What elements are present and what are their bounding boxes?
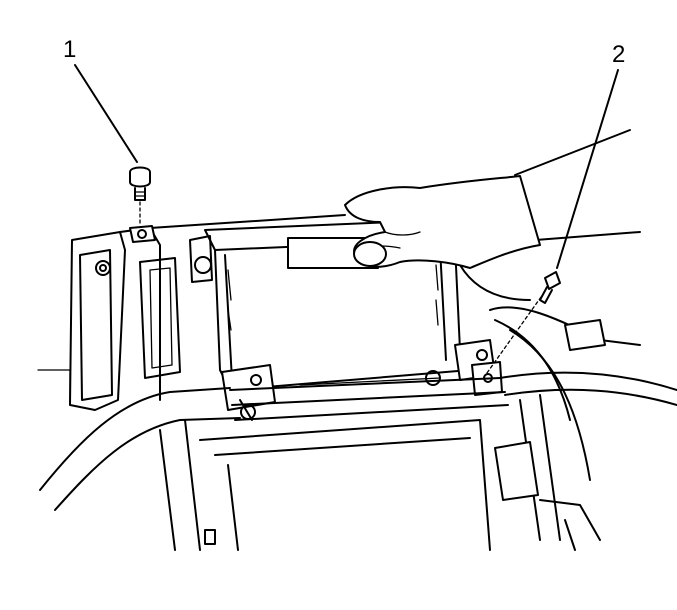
callout-label-2: 2: [612, 41, 626, 68]
wiring-harness: [459, 264, 641, 551]
bolt-icon: [481, 271, 561, 381]
center-opening: [159, 419, 491, 551]
bracket-tab-left: [221, 364, 276, 421]
crossbar: [229, 370, 509, 421]
bracket-tab-right: [454, 339, 503, 396]
leader-line-2: [556, 69, 619, 269]
dash-pad: [39, 371, 677, 511]
leader-line-1: [74, 64, 138, 163]
dash-frame-left: [37, 227, 181, 411]
technician-hand: [344, 175, 541, 269]
retainer-pin-icon: [129, 166, 156, 243]
callout-label-1: 1: [63, 36, 77, 63]
